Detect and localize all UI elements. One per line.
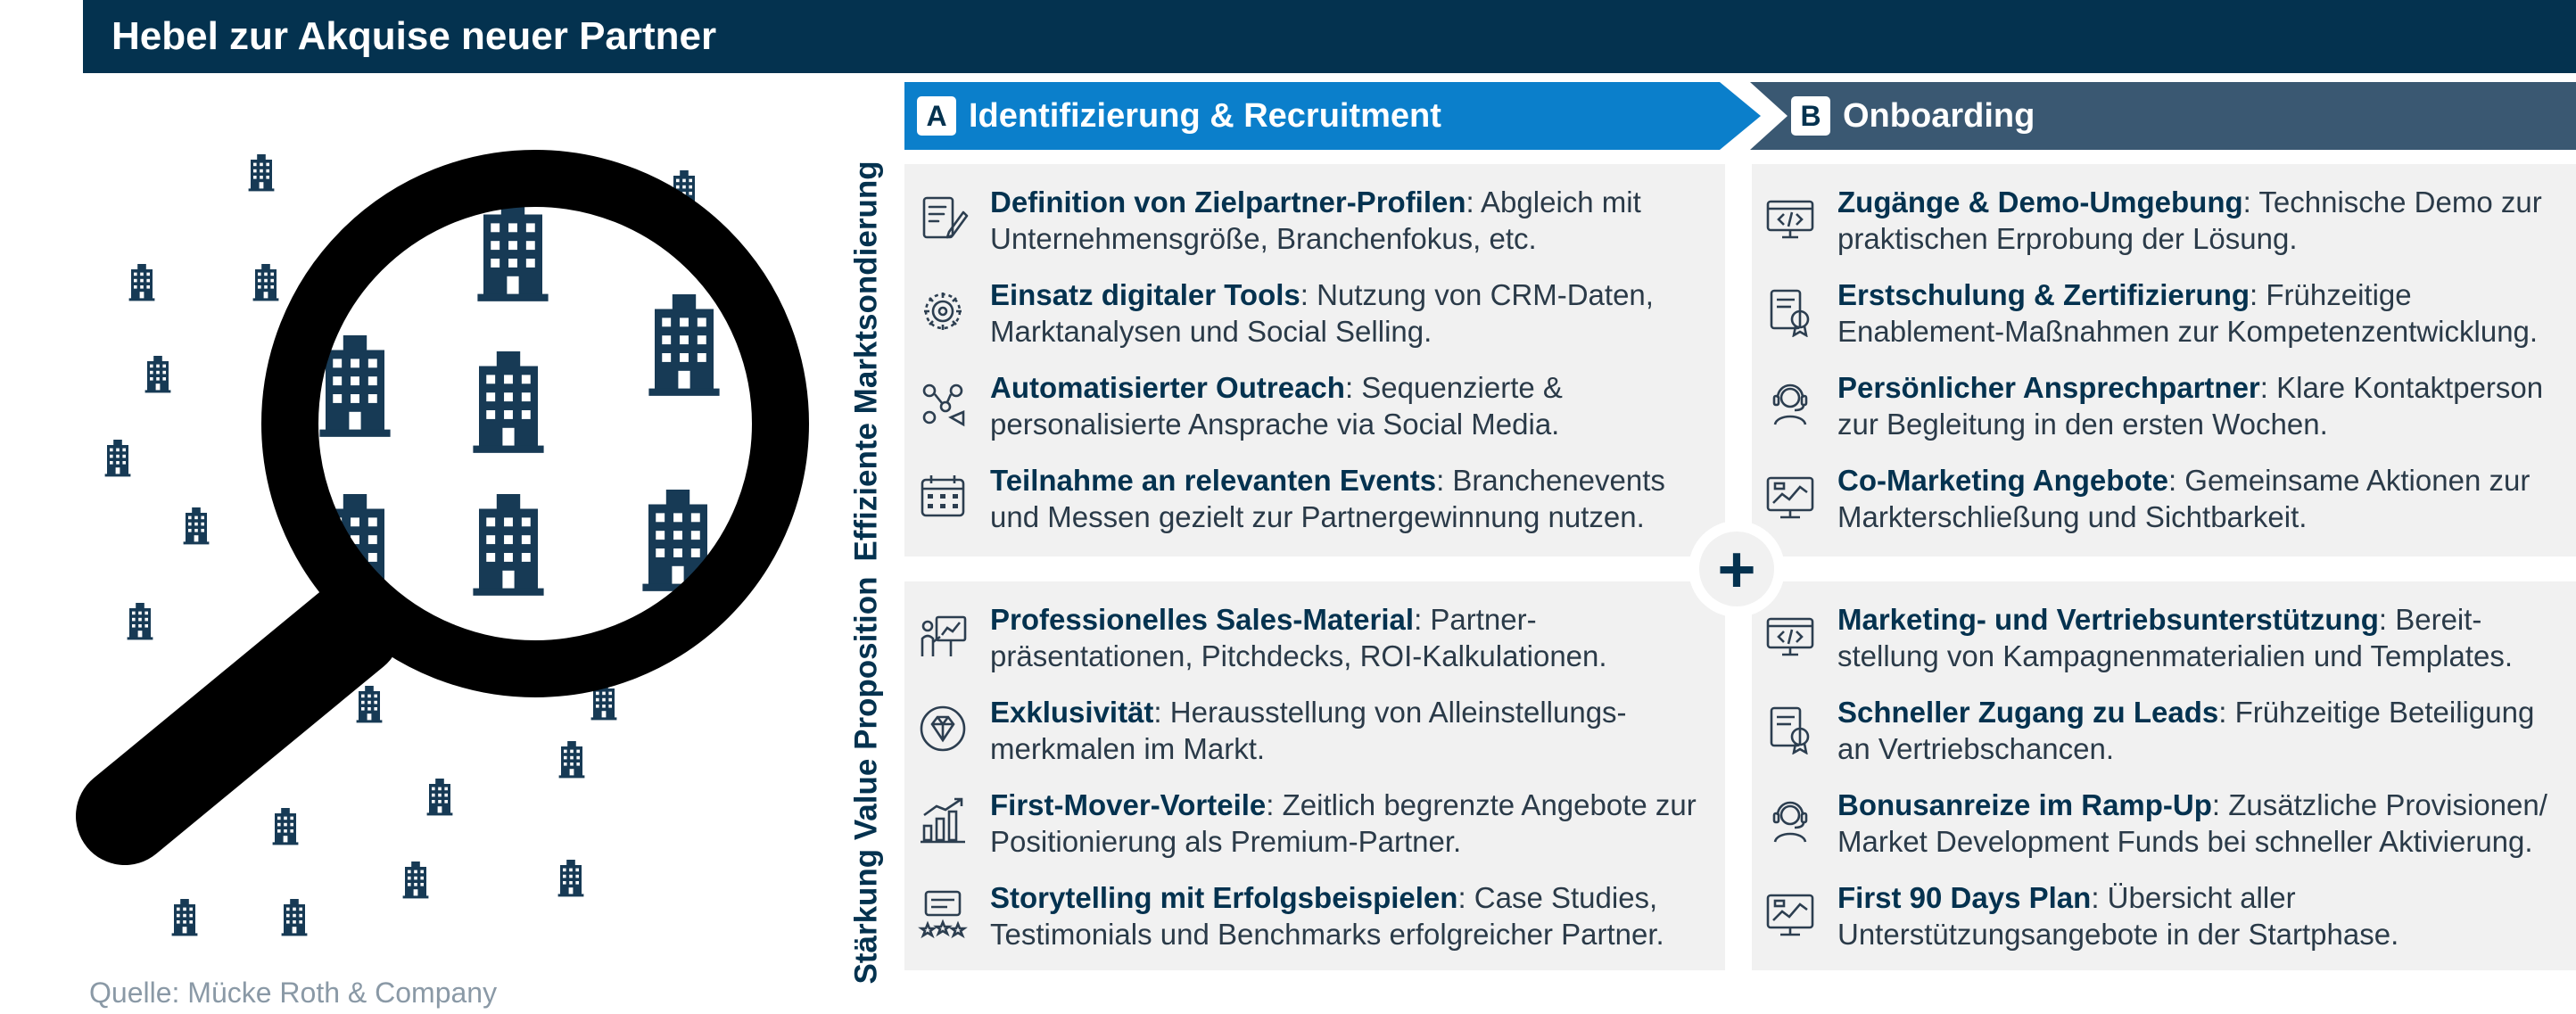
panel-identifizierung-value-proposition: Professionelles Sales-Material: Partner-…: [904, 581, 1725, 970]
building-icon: [402, 861, 429, 899]
growth-chart-icon: [919, 797, 967, 844]
row-label-value-proposition: Stärkung Value Proposition: [849, 576, 884, 985]
building-icon: [248, 154, 275, 192]
building-icon: [252, 264, 279, 301]
list-item: Definition von Zielpartner-Profilen: Abg…: [917, 184, 1716, 276]
list-item: Co-Marketing Angebote: Gemeinsame Aktion…: [1764, 462, 2567, 555]
building-icon: [128, 264, 155, 301]
building-icon: [144, 356, 171, 393]
support-agent-icon: [1772, 801, 1808, 844]
diamond-icon: [920, 705, 966, 752]
list-item: Zugänge & Demo-Umgebung: Technische Demo…: [1764, 184, 2567, 276]
list-item: Marketing- und Vertriebsunterstützung: B…: [1764, 601, 2567, 694]
list-item: Exklusivität: Herausstellung von Alleins…: [917, 694, 1716, 787]
list-item: First 90 Days Plan: Übersicht aller Unte…: [1764, 879, 2567, 972]
plus-icon: +: [1699, 532, 1774, 606]
gear-settings-icon: [922, 291, 963, 332]
building-icon: [477, 200, 549, 301]
list-item: Automatisierter Outreach: Sequenzierte &…: [917, 369, 1716, 462]
panel-identifizierung-marktsondierung: Definition von Zielpartner-Profilen: Abg…: [904, 164, 1725, 556]
building-icon: [272, 808, 299, 845]
building-icon: [426, 779, 453, 816]
analytics-board-icon: [1766, 894, 1814, 936]
list-item: Bonusanreize im Ramp-Up: Zusätzliche Pro…: [1764, 787, 2567, 879]
building-icon: [281, 899, 308, 936]
magnifier-buildings-illustration: [76, 150, 809, 936]
building-icon: [473, 494, 544, 596]
code-monitor-icon: [1766, 617, 1814, 656]
building-icon: [558, 741, 585, 779]
support-agent-icon: [1772, 383, 1808, 426]
list-item: First-Mover-Vorteile: Zeitlich begrenzte…: [917, 787, 1716, 879]
column-header-onboarding: B Onboarding: [1750, 82, 2576, 150]
certificate-icon: [1770, 706, 1810, 754]
page-title-bar: Hebel zur Akquise neuer Partner: [83, 0, 2576, 73]
page-title: Hebel zur Akquise neuer Partner: [111, 14, 717, 58]
building-icon: [473, 351, 544, 453]
building-icon: [648, 294, 720, 396]
list-item: Storytelling mit Erfolgsbeispielen: Case…: [917, 879, 1716, 972]
column-label-b: Onboarding: [1843, 96, 2035, 135]
list-item: Persönlicher Ansprechpartner: Klare Kont…: [1764, 369, 2567, 462]
building-icon: [557, 860, 584, 897]
magnifying-glass-icon: [76, 150, 809, 865]
list-item: Teilnahme an relevanten Events: Branchen…: [917, 462, 1716, 555]
building-icon: [183, 507, 210, 545]
code-monitor-icon: [1766, 200, 1814, 239]
list-item: Schneller Zugang zu Leads: Frühzeitige B…: [1764, 694, 2567, 787]
list-item: Professionelles Sales-Material: Partner-…: [917, 601, 1716, 694]
profile-edit-icon: [922, 196, 969, 239]
building-icon: [171, 899, 198, 936]
source-note: Quelle: Mücke Roth & Company: [89, 977, 498, 1009]
panel-onboarding-marktsondierung: Zugänge & Demo-Umgebung: Technische Demo…: [1752, 164, 2576, 556]
building-icon: [127, 603, 153, 640]
building-icon: [104, 440, 131, 477]
presentation-icon: [921, 615, 967, 658]
column-label-a: Identifizierung & Recruitment: [969, 96, 1441, 135]
building-icon: [356, 686, 383, 723]
panel-onboarding-value-proposition: Marketing- und Vertriebsunterstützung: B…: [1752, 581, 2576, 970]
plus-connector: +: [1688, 521, 1785, 617]
column-badge-b: B: [1791, 96, 1830, 136]
social-outreach-icon: [922, 383, 965, 426]
review-stars-icon: [920, 890, 966, 937]
analytics-board-icon: [1766, 476, 1814, 519]
column-badge-a: A: [917, 96, 956, 136]
calendar-icon: [921, 474, 965, 517]
list-item: Einsatz digitaler Tools: Nutzung von CRM…: [917, 276, 1716, 369]
row-label-marktsondierung: Effiziente Marktsondierung: [849, 161, 884, 562]
column-header-identifizierung: A Identifizierung & Recruitment: [904, 82, 1761, 150]
certificate-icon: [1770, 289, 1810, 337]
list-item: Erstschulung & Zertifizierung: Frühzeiti…: [1764, 276, 2567, 369]
